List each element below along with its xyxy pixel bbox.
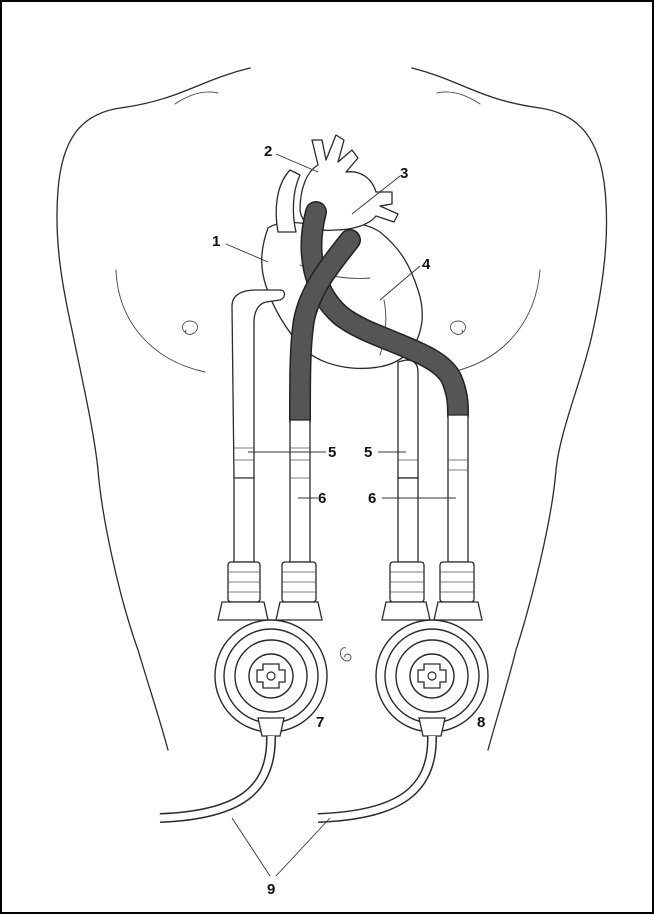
left-nipple [183, 321, 198, 334]
driveline-right-outline [318, 736, 432, 818]
inflow-cannula-hook [232, 290, 285, 478]
pump-inlet-left-a [218, 602, 268, 620]
label-2: 2 [264, 143, 272, 160]
right-pectoral-line [452, 270, 540, 372]
driveline-left-outline [160, 736, 271, 818]
label-8: 8 [477, 714, 485, 731]
left-tube-a [234, 478, 254, 562]
pump-right [376, 620, 488, 736]
left-pump-inflow-cannula [232, 290, 285, 478]
label-4: 4 [422, 256, 431, 273]
pump-inlet-left-b [276, 602, 322, 620]
label-1: 1 [212, 233, 220, 250]
label-3: 3 [400, 165, 408, 182]
label-5-left: 5 [328, 444, 336, 461]
label-6-right: 6 [368, 490, 376, 507]
pump-left-driveline-port [258, 718, 284, 736]
connectors [218, 562, 482, 620]
right-tube-a [398, 478, 418, 562]
label-5-right: 5 [364, 444, 372, 461]
drivelines [160, 736, 432, 818]
pump-right-driveline-port [419, 718, 445, 736]
pump-inlet-right-a [382, 602, 430, 620]
pump-inlet-right-b [434, 602, 482, 620]
label-9: 9 [267, 881, 275, 898]
left-tube-b [290, 420, 310, 562]
right-clavicle [437, 92, 480, 104]
right-tube-b [448, 415, 468, 562]
label-7: 7 [316, 714, 324, 731]
pump-left [215, 620, 327, 736]
left-clavicle [175, 92, 218, 104]
torso-left-contour [57, 68, 250, 750]
navel [340, 648, 351, 661]
right-nipple [451, 321, 466, 334]
label-6-left: 6 [318, 490, 326, 507]
